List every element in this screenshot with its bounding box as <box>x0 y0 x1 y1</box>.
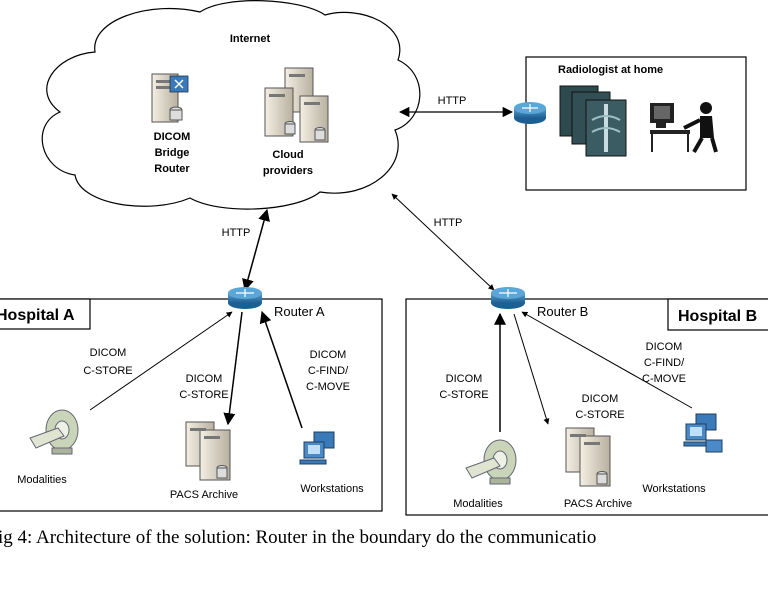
router-a-icon <box>228 287 262 309</box>
xray-images-icon <box>559 85 627 157</box>
person-at-computer-icon <box>650 102 718 153</box>
cstore-b-modalities-label-2: C-STORE <box>439 389 488 401</box>
hospital-a-title: Hospital A <box>0 307 75 324</box>
router-b-label: Router B <box>537 304 588 319</box>
router-a-to-pacs-arrow <box>223 311 243 426</box>
hospital-b-box <box>405 298 768 516</box>
internet-title: Internet <box>230 33 271 45</box>
workstations-a-label: Workstations <box>300 483 364 495</box>
hospital-b-title-box <box>667 298 768 331</box>
cloud-providers-label-1: Cloud <box>272 149 303 161</box>
hospital-a-box <box>0 298 383 512</box>
cstore-a-pacs-label-2: C-STORE <box>179 389 228 401</box>
cstore-b-modalities-label-1: DICOM <box>446 373 483 385</box>
bridge-router-label-1: DICOM <box>154 131 191 143</box>
pacs-b-label: PACS Archive <box>564 498 632 510</box>
radiologist-title: Radiologist at home <box>558 64 663 76</box>
pacs-a-server-icon <box>185 421 231 481</box>
workstations-b-to-router-arrow <box>521 311 693 409</box>
cstore-a-modalities-label-2: C-STORE <box>83 365 132 377</box>
radiologist-box <box>525 56 747 191</box>
http-link-router-a <box>242 208 270 292</box>
hospital-b-title: Hospital B <box>678 308 757 325</box>
router-b-to-pacs-arrow <box>513 313 550 425</box>
workstations-a-to-router-arrow <box>259 310 303 429</box>
modalities-a-scanner-icon <box>29 409 79 455</box>
bridge-router-label-2: Bridge <box>155 147 190 159</box>
cfind-a-label-3: C-MOVE <box>306 381 350 393</box>
modalities-a-label: Modalities <box>17 474 67 486</box>
http-label-router-b: HTTP <box>434 217 463 229</box>
workstations-b-label: Workstations <box>642 483 706 495</box>
pacs-b-server-icon <box>565 427 611 487</box>
radiologist-router-icon <box>514 102 546 124</box>
router-b-icon <box>491 287 525 309</box>
figure-caption: ig 4: Architecture of the solution: Rout… <box>0 527 596 548</box>
cloud-providers-servers-icon <box>264 67 329 143</box>
cfind-a-label-1: DICOM <box>310 349 347 361</box>
http-link-router-b <box>391 193 495 291</box>
router-a-label: Router A <box>274 304 325 319</box>
cfind-b-label-3: C-MOVE <box>642 373 686 385</box>
internet-cloud <box>41 0 421 210</box>
bridge-router-server-icon <box>151 73 189 123</box>
cfind-a-label-2: C-FIND/ <box>308 365 349 377</box>
hospital-a-title-box <box>0 298 91 330</box>
cstore-a-modalities-label-1: DICOM <box>90 347 127 359</box>
http-label-router-a: HTTP <box>222 227 251 239</box>
http-label-radiologist: HTTP <box>438 95 467 107</box>
modalities-b-label: Modalities <box>453 498 503 510</box>
bridge-router-label-3: Router <box>154 163 190 175</box>
cloud-providers-label-2: providers <box>263 165 313 177</box>
cstore-b-pacs-label-1: DICOM <box>582 393 619 405</box>
cfind-b-label-2: C-FIND/ <box>644 357 685 369</box>
pacs-a-label: PACS Archive <box>170 489 238 501</box>
cfind-b-label-1: DICOM <box>646 341 683 353</box>
cstore-b-pacs-label-2: C-STORE <box>575 409 624 421</box>
workstations-a-icon <box>299 431 335 465</box>
workstations-b-icon <box>683 413 723 453</box>
cstore-a-pacs-label-1: DICOM <box>186 373 223 385</box>
modalities-a-to-router-arrow <box>89 311 233 411</box>
modalities-b-scanner-icon <box>465 439 517 485</box>
